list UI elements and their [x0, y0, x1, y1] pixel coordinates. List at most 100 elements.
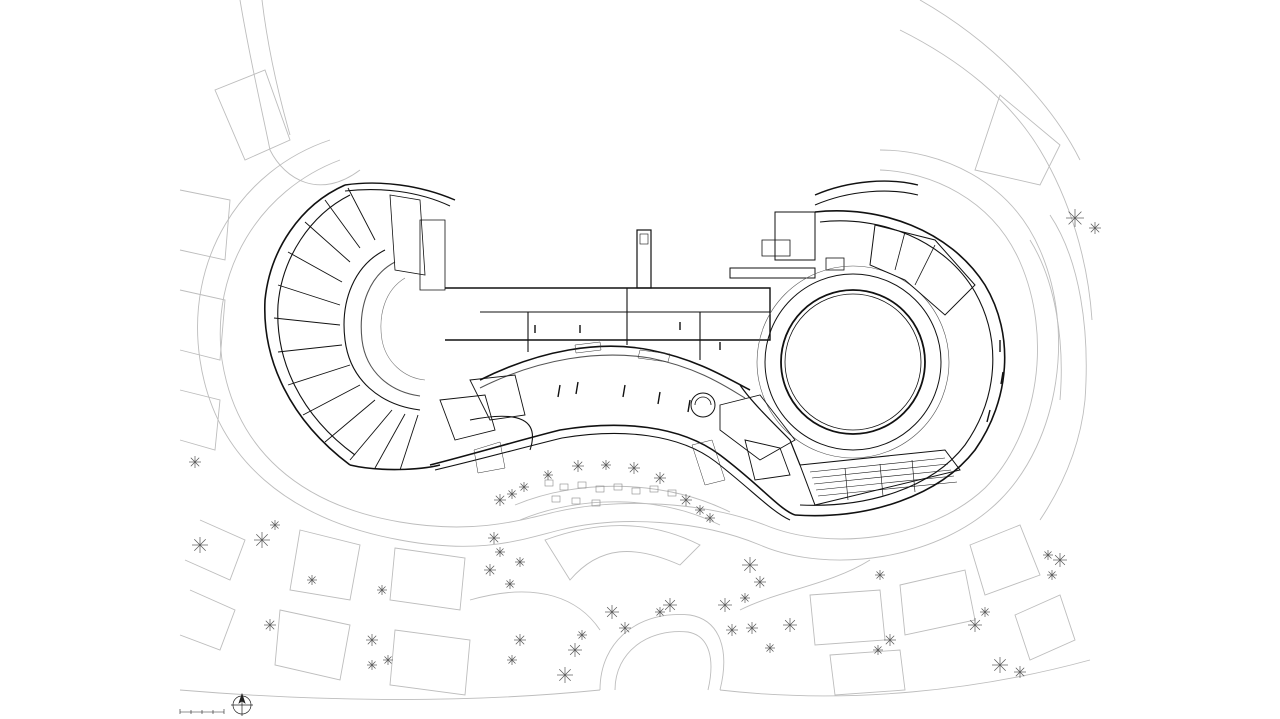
tree-frond — [265, 624, 271, 630]
seating-rows — [809, 457, 958, 497]
tree-frond — [969, 619, 976, 626]
tree-frond — [1048, 574, 1053, 579]
tree-frond — [874, 646, 879, 651]
tree-frond — [633, 463, 639, 469]
tree-frond — [994, 664, 1001, 671]
tree-frond — [489, 565, 495, 571]
tree-frond — [789, 619, 796, 626]
east-ne-rooms — [869, 224, 976, 316]
tree-frond — [889, 639, 895, 645]
tree-frond — [1019, 671, 1025, 677]
tree-frond — [885, 639, 891, 645]
tree-frond — [724, 599, 731, 606]
tree-frond — [1015, 671, 1021, 677]
tree-frond — [685, 495, 691, 501]
east-strip — [1039, 214, 1087, 521]
tree-frond — [1044, 551, 1049, 556]
west-wing-north-arc — [344, 182, 456, 201]
tree-frond — [755, 577, 761, 583]
tree-frond — [709, 517, 714, 522]
tree-frond — [520, 486, 525, 491]
tree-frond — [784, 624, 791, 631]
tree-frond — [199, 539, 206, 546]
tree-frond — [629, 463, 635, 469]
tree-frond — [741, 597, 746, 602]
south-parcel-7 — [969, 524, 1041, 596]
east-north-block — [774, 211, 816, 261]
west-service-rooms — [439, 394, 496, 441]
north-arrow — [231, 692, 253, 716]
tree-frond — [981, 608, 986, 613]
south-parcel-1 — [289, 529, 361, 601]
tree-frond — [766, 647, 771, 652]
tree-frond — [727, 629, 733, 635]
tree-frond — [367, 635, 373, 641]
tree-frond — [506, 583, 511, 588]
tree-frond — [574, 649, 581, 656]
north-road-2 — [919, 0, 1081, 161]
tree-frond — [656, 608, 661, 613]
tree-frond — [879, 574, 884, 579]
tree-frond — [378, 586, 383, 591]
tree-frond — [515, 635, 521, 641]
tree-frond — [190, 461, 196, 467]
tree-frond — [1019, 667, 1025, 673]
south-plaza-arc-2 — [514, 485, 731, 513]
tree-frond — [877, 646, 882, 651]
tree-frond — [261, 539, 268, 546]
seating-aisles — [844, 459, 916, 501]
tree-frond — [731, 625, 737, 631]
south-parcel-6 — [899, 569, 976, 636]
tree-frond — [1048, 571, 1053, 576]
east-auditorium-circle-inner — [784, 293, 922, 431]
south-envelope — [429, 424, 796, 516]
tree-frond — [274, 524, 279, 529]
tree-frond — [190, 457, 196, 463]
tree-frond — [381, 589, 386, 594]
tree-frond — [261, 534, 268, 541]
north-road — [899, 29, 1093, 321]
stair-hatches — [473, 341, 726, 486]
south-plaza-arc — [519, 501, 721, 526]
tree-frond — [378, 589, 383, 594]
west-wing-south-wall — [349, 464, 441, 471]
tree-frond — [696, 506, 701, 511]
tree-frond — [520, 483, 525, 488]
tree-frond — [274, 521, 279, 526]
west-edge-buildings — [179, 189, 231, 261]
tree-frond — [499, 548, 504, 553]
tree-frond — [559, 669, 566, 676]
tree-frond — [485, 565, 491, 571]
tree-frond — [889, 635, 895, 641]
tree-frond — [719, 604, 726, 611]
tree-frond — [574, 644, 581, 651]
tree-frond — [544, 474, 549, 479]
tree-frond — [271, 521, 276, 526]
tree-frond — [719, 599, 726, 606]
tree-frond — [519, 558, 524, 563]
tree-frond — [516, 558, 521, 563]
tree-frond — [508, 493, 513, 498]
tree-frond — [656, 611, 661, 616]
tree-frond — [885, 635, 891, 641]
east-wing-outer-2 — [799, 220, 994, 506]
tree-frond — [606, 611, 613, 618]
tree-frond — [496, 548, 501, 553]
tree-frond — [699, 509, 704, 514]
tree-frond — [581, 631, 586, 636]
tree-frond — [573, 461, 579, 467]
tree-frond — [605, 464, 610, 469]
tree-frond — [511, 656, 516, 661]
tree-frond — [559, 674, 566, 681]
tree-frond — [547, 471, 552, 476]
tree-frond — [655, 473, 661, 479]
tree-frond — [784, 619, 791, 626]
tower-element-inner — [639, 233, 649, 245]
tree-frond — [744, 594, 749, 599]
tree-frond — [1074, 217, 1082, 225]
tree-frond — [659, 611, 664, 616]
tree-frond — [744, 564, 751, 571]
tree-frond — [509, 583, 514, 588]
tree-frond — [724, 604, 731, 611]
